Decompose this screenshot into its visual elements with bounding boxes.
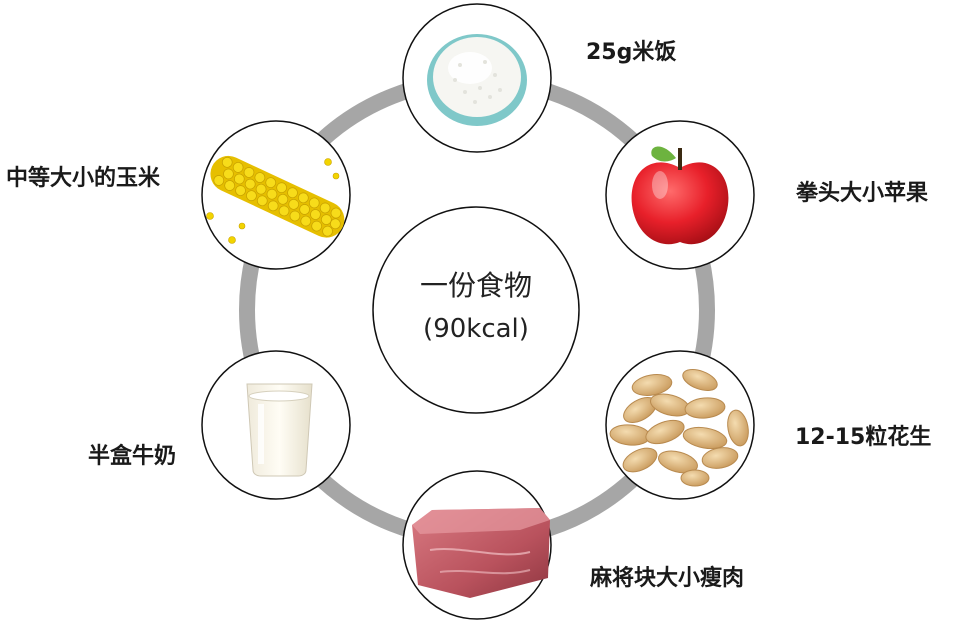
rice-label: 25g米饭 [586, 42, 676, 64]
peanuts-node [606, 351, 754, 499]
peanuts-label: 12-15粒花生 [795, 427, 931, 449]
meat-node [403, 471, 551, 619]
center-title: 一份食物 [376, 272, 576, 300]
rice-node [403, 4, 551, 152]
milk-node [202, 351, 350, 499]
apple-node [606, 121, 754, 269]
milk-glass-icon [247, 384, 312, 476]
milk-label: 半盒牛奶 [88, 446, 176, 468]
meat-label: 麻将块大小瘦肉 [590, 568, 744, 590]
corn-node [202, 121, 350, 269]
corn-label: 中等大小的玉米 [6, 168, 160, 190]
center-circle [373, 207, 579, 413]
rice-bowl-icon [427, 34, 527, 126]
apple-label: 拳头大小苹果 [796, 183, 928, 205]
center-subtitle: (90kcal) [376, 316, 576, 342]
